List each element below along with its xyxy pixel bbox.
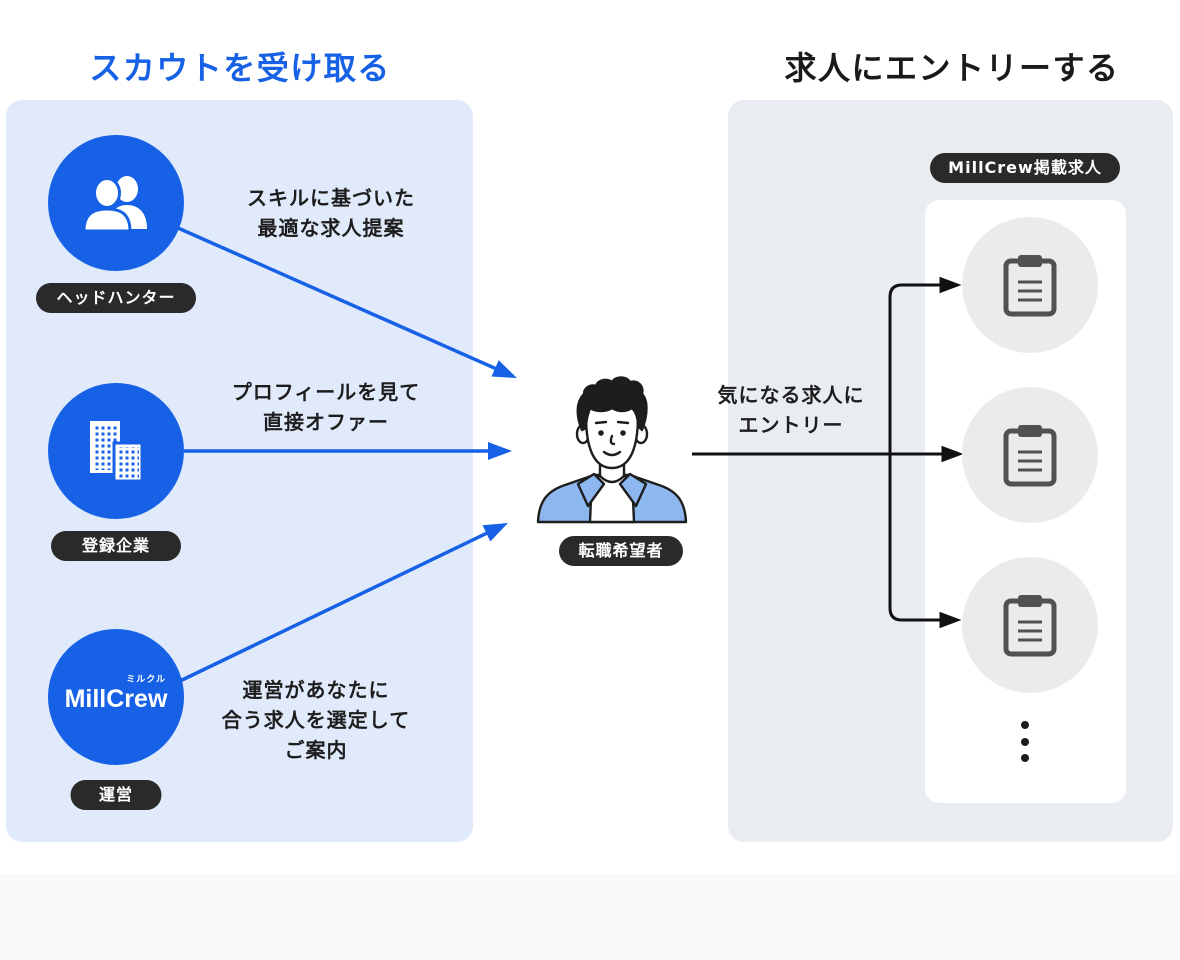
operator-circle: ミルクル MillCrew [48,629,184,765]
clipboard-icon [1003,255,1057,317]
job-listings-badge: MillCrew掲載求人 [930,153,1120,183]
job-item [962,557,1098,693]
caption-line: エントリー [738,413,844,437]
users-icon [82,176,147,232]
operator-arrow [179,522,509,683]
entry-branch-bottom-arrow [888,454,962,629]
operator-caption: 運営があなたに 合う求人を選定して ご案内 [222,675,410,765]
operator-label: 運営 [70,780,162,810]
caption-line: スキルに基づいた [247,186,415,210]
vertical-ellipsis-icon [1021,721,1029,762]
footer-band [0,874,1180,960]
headhunter-circle [48,135,184,271]
ellipsis-dot [1021,737,1029,746]
job-item [962,217,1098,353]
job-seeker-icon [536,376,688,524]
clipboard-icon [1003,595,1057,657]
caption-line: 直接オファー [262,410,389,434]
entry-title: 求人にエントリーする [784,49,1120,87]
caption-line: ご案内 [284,738,348,762]
caption-line: プロフィールを見て [231,380,421,404]
entry-caption: 気になる求人に エントリー [718,380,865,440]
caption-line: 気になる求人に [717,383,865,407]
job-item [962,387,1098,523]
entry-branch-top-arrow [888,276,962,454]
clipboard-icon [1003,425,1057,487]
company-label: 登録企業 [51,531,181,561]
job-seeker-label: 転職希望者 [559,536,683,566]
headhunter-arrow [177,226,517,379]
headhunter-caption: スキルに基づいた 最適な求人提案 [247,183,415,243]
caption-line: 最適な求人提案 [257,216,405,240]
company-caption: プロフィールを見て 直接オファー [232,377,421,437]
ellipsis-dot [1021,721,1029,729]
millcrew-logo: ミルクル MillCrew [56,675,176,717]
headhunter-label: ヘッドハンター [36,283,196,313]
logo-ruby: ミルクル [126,675,166,685]
logo-text: MillCrew [64,685,168,713]
buildings-icon [90,421,144,483]
ellipsis-dot [1021,754,1029,762]
caption-line: 合う求人を選定して [221,708,411,732]
caption-line: 運営があなたに [242,678,390,702]
company-circle [48,383,184,519]
scout-title: スカウトを受け取る [89,49,391,87]
